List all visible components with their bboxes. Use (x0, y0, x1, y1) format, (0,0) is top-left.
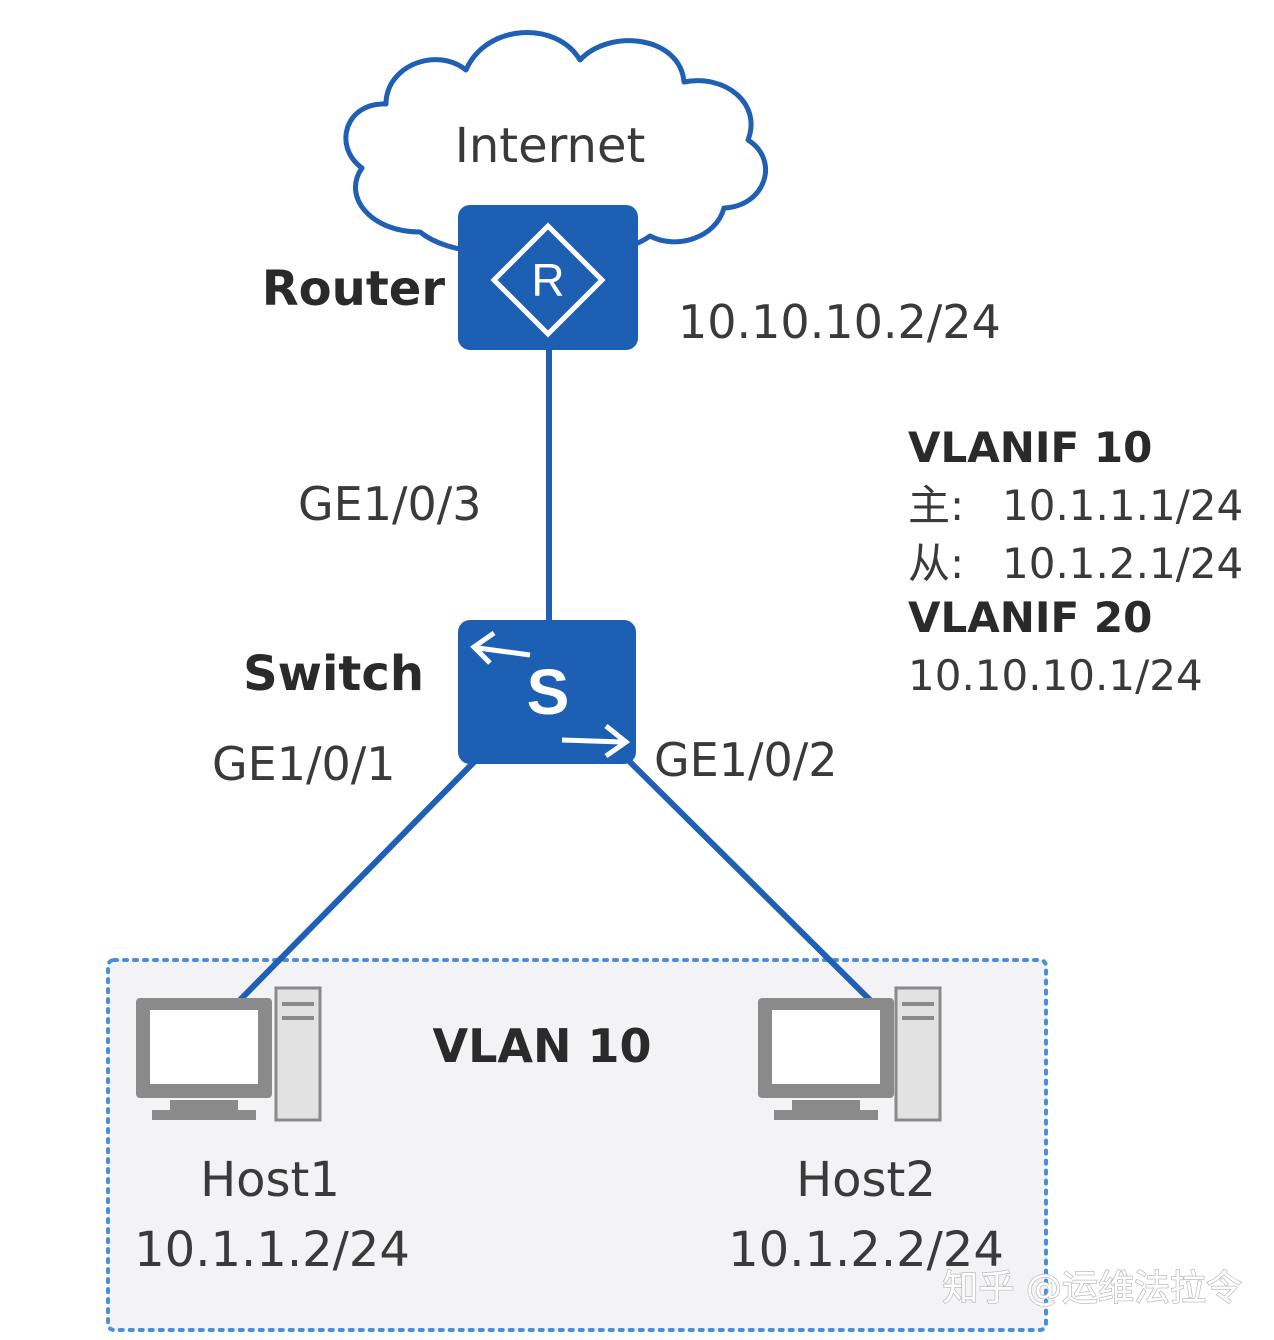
switch-icon-letter: S (527, 656, 570, 728)
host2-pc-icon (758, 986, 942, 1122)
host2-ip: 10.1.2.2/24 (728, 1222, 1004, 1278)
host1-pc-icon (136, 986, 322, 1122)
vlanif10-secondary-prefix: 从: (908, 539, 964, 588)
vlanif10-primary-ip: 10.1.1.1/24 (1002, 481, 1243, 530)
watermark-text: 知乎 @运维法拉令 (943, 1268, 1242, 1309)
port-right-label: GE1/0/2 (654, 733, 838, 787)
vlanif10-secondary-ip: 10.1.2.1/24 (1002, 539, 1243, 588)
vlanif10-title: VLANIF 10 (908, 423, 1152, 472)
router-label: Router (262, 261, 446, 317)
router-ip: 10.10.10.2/24 (678, 295, 1001, 349)
router-icon: R (458, 205, 638, 350)
link-switch-host2 (625, 757, 873, 1003)
port-uplink-label: GE1/0/3 (298, 477, 482, 531)
router-icon-letter: R (531, 254, 564, 306)
vlanif20-title: VLANIF 20 (908, 593, 1152, 642)
switch-label: Switch (243, 646, 424, 702)
host2-name: Host2 (796, 1152, 936, 1208)
vlan10-label: VLAN 10 (432, 1019, 651, 1073)
switch-icon: S (458, 620, 636, 764)
host1-name: Host1 (200, 1152, 340, 1208)
internet-label: Internet (455, 118, 646, 174)
vlanif20-ip: 10.10.10.1/24 (908, 651, 1203, 700)
link-switch-host1 (237, 757, 479, 1003)
vlanif10-primary-prefix: 主: (908, 481, 964, 530)
host1-ip: 10.1.1.2/24 (134, 1222, 410, 1278)
port-left-label: GE1/0/1 (212, 737, 396, 791)
